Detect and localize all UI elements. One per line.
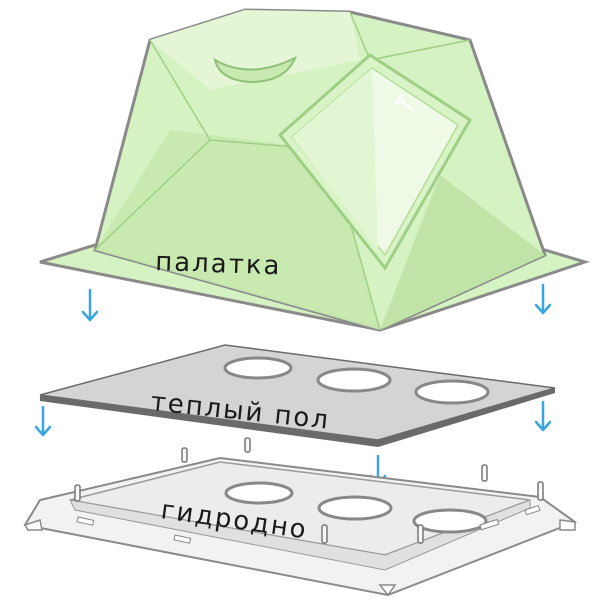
tent-vent	[213, 55, 297, 84]
waterproof-bottom-illustration: гидродно	[23, 437, 578, 597]
floor-top	[39, 344, 556, 441]
bottom-holes	[224, 481, 488, 534]
tent-seam	[94, 11, 471, 331]
tent-illustration: палатка	[39, 8, 590, 332]
bottom-straps	[76, 505, 541, 544]
bottom-loops	[74, 437, 544, 544]
floor-holes	[223, 356, 490, 405]
arrow-group-top	[81, 283, 552, 322]
warm-floor-illustration: теплый пол	[39, 344, 556, 447]
down-arrow-icon	[34, 405, 52, 437]
tent-roof-shade	[150, 10, 360, 90]
down-arrow-icon	[534, 283, 552, 315]
down-arrow-icon	[81, 288, 99, 322]
floor-edge	[40, 388, 555, 447]
tent-panel-left	[95, 130, 380, 330]
bottom-corners	[23, 519, 576, 597]
down-arrow-icon	[534, 400, 552, 432]
arrow-group-middle	[34, 400, 552, 486]
tent-label: палатка	[155, 247, 282, 281]
tent-door-inner-shade	[292, 68, 378, 250]
tent-panel-right	[380, 175, 545, 330]
tent-reflection	[394, 92, 415, 112]
